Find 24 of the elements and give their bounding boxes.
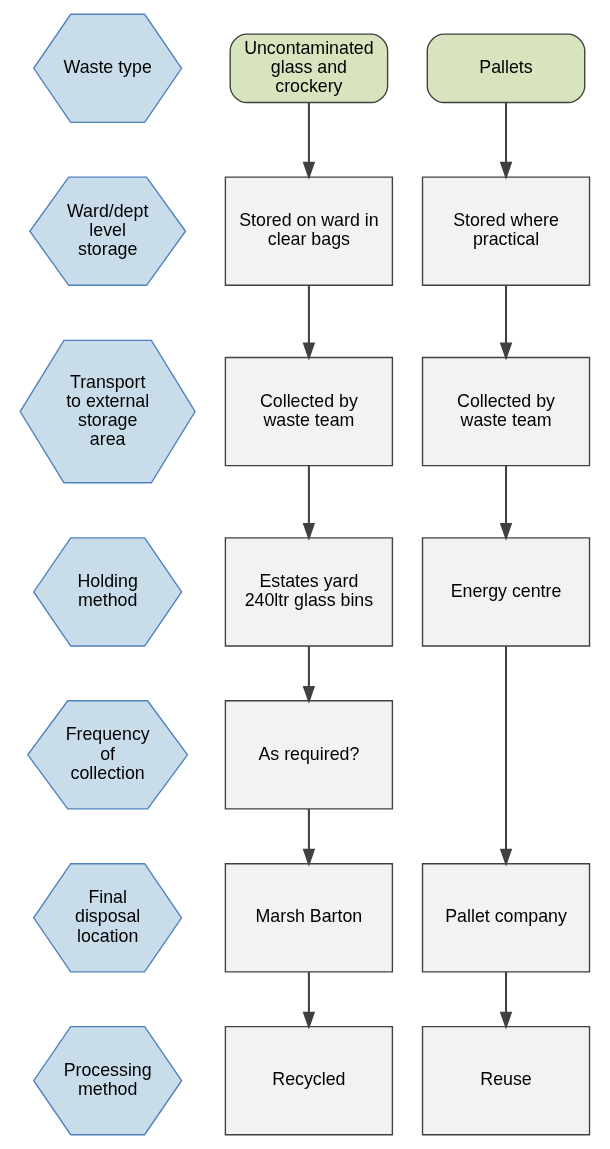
arrow <box>302 285 316 361</box>
arrow <box>499 102 513 180</box>
node-box: Pallets <box>426 33 586 104</box>
arrow <box>302 972 316 1030</box>
node-box: As required? <box>224 700 394 810</box>
node-box: Stored on ward in clear bags <box>224 176 394 286</box>
arrow <box>499 285 513 361</box>
node-box: Collected by waste team <box>421 356 591 467</box>
node-box: Uncontaminated glass and crockery <box>229 33 389 104</box>
arrow <box>302 102 316 180</box>
node-box: Stored where practical <box>421 176 591 286</box>
node-box: Reuse <box>421 1025 591 1136</box>
node-box: Collected by waste team <box>224 356 394 467</box>
node-box: Energy centre <box>421 537 591 647</box>
arrow <box>302 465 316 541</box>
arrow <box>499 465 513 541</box>
node-box: Pallet company <box>421 863 591 973</box>
node-box: Estates yard 240ltr glass bins <box>224 537 394 647</box>
arrow <box>499 972 513 1030</box>
arrow <box>302 646 316 704</box>
node-box: Recycled <box>224 1025 394 1136</box>
arrow <box>499 646 513 867</box>
arrow <box>302 809 316 867</box>
node-box: Marsh Barton <box>224 863 394 973</box>
